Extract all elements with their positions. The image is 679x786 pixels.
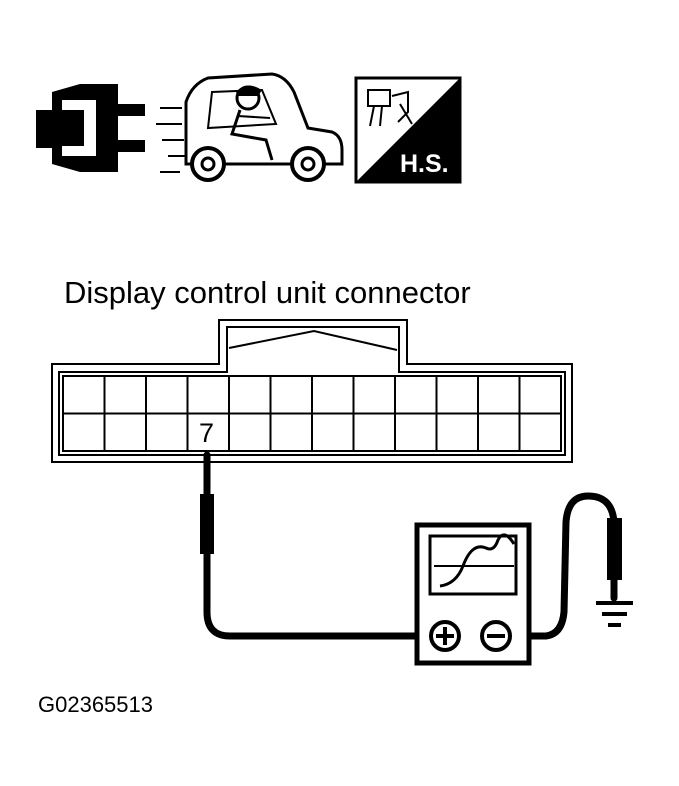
pin-cavity [311, 412, 355, 452]
pin-cavity [269, 375, 313, 415]
pin-cavity [228, 375, 272, 415]
figure-code: G02365513 [38, 692, 153, 717]
pin-cavity [435, 375, 479, 415]
pin-cavity [103, 375, 147, 415]
pin-cavity [477, 412, 521, 452]
positive-lead [200, 451, 436, 640]
connector-icon [36, 84, 145, 172]
pin-cavity [269, 412, 313, 452]
negative-terminal-icon[interactable] [480, 620, 512, 652]
pin-cavity [103, 412, 147, 452]
pin-cavity [352, 412, 396, 452]
pin-cavity [352, 375, 396, 415]
pin-cavity [394, 375, 438, 415]
hs-label: H.S. [400, 150, 449, 178]
pin-cavity [518, 375, 562, 415]
pin-cavity [145, 412, 189, 452]
connector-body [51, 319, 573, 463]
harness-hs-icon: H.S. [354, 76, 462, 184]
pin-cavity [435, 412, 479, 452]
pin-cavity [186, 375, 230, 415]
pin-cavity [477, 375, 521, 415]
pin-cavity [62, 375, 106, 415]
pin-cavity [145, 375, 189, 415]
pin-cavity [311, 375, 355, 415]
positive-terminal-icon[interactable] [429, 620, 461, 652]
pin-7-label: 7 [199, 418, 214, 448]
pin-cavity [518, 412, 562, 452]
pin-cavity [62, 412, 106, 452]
pin-cavity [394, 412, 438, 452]
pin-grid [62, 375, 562, 452]
driver-vehicle-icon [156, 72, 344, 182]
connector-title: Display control unit connector [64, 275, 471, 310]
ground-symbol-icon [596, 601, 633, 627]
pin-cavity [228, 412, 272, 452]
negative-lead [506, 492, 622, 640]
pin-cavity [186, 412, 230, 452]
